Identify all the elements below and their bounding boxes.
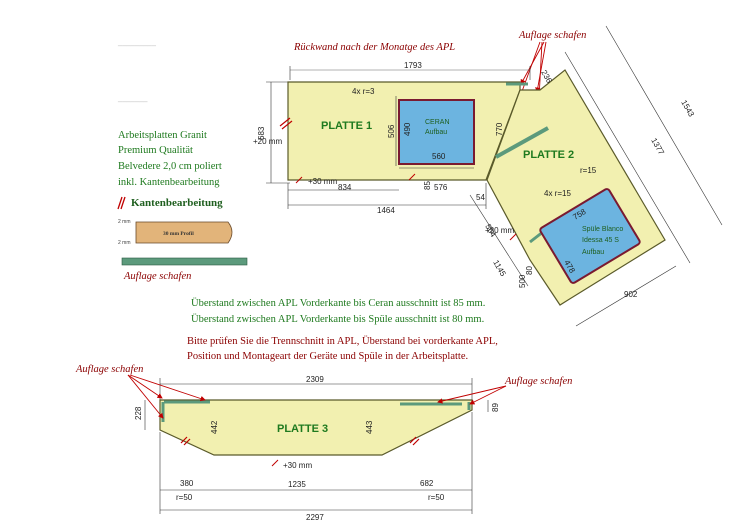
- ceran-corner-radius: 4x r=3: [352, 87, 375, 96]
- p1-front-note: +30 mm: [308, 177, 337, 186]
- auflage-note-top: Auflage schafen: [518, 30, 586, 41]
- backwall-note: Rückwand nach der Monatge des APL: [293, 42, 455, 53]
- dim-p1-total: 1464: [377, 206, 395, 215]
- edge-legend-bottom: 2 mm: [118, 240, 131, 246]
- edge-profile-shape: [135, 221, 233, 244]
- dim-ceran-depth: 506: [387, 124, 396, 138]
- dim-ceran-height: 490: [403, 122, 412, 136]
- spuele-label-1: Spüle Blanco: [582, 226, 623, 233]
- dim-p3-89: 89: [491, 403, 500, 412]
- p1-side-note: +20 mm: [253, 137, 282, 146]
- dim-p2-500: 500: [518, 274, 527, 288]
- dim-p1-bottom: 834: [338, 183, 352, 192]
- dim-p3-length: 2309: [306, 375, 324, 384]
- p3-front-note: +30 mm: [283, 461, 312, 470]
- p2-front-note: +30 mm: [485, 226, 514, 235]
- dim-p3-442: 442: [210, 420, 219, 434]
- p3-radius-left: r=50: [176, 493, 193, 502]
- p2-support-strip: [495, 126, 549, 159]
- watermark-top: ━━━━━━━━━: [117, 43, 157, 50]
- ceran-label-2: Aufbau: [425, 129, 447, 136]
- material-line-1: Arbeitsplatten Granit: [118, 130, 207, 141]
- spuele-cutout: [539, 188, 641, 284]
- p3-radius-right: r=50: [428, 493, 445, 502]
- plate-2-label: PLATTE 2: [523, 149, 574, 161]
- dim-p2-1145: 1145: [491, 259, 508, 279]
- material-info: Arbeitsplatten Granit Premium Qualität B…: [118, 130, 222, 188]
- dim-p2-80: 80: [525, 266, 534, 275]
- dim-p2-54: 54: [476, 193, 485, 202]
- dim-p1-length: 1793: [404, 61, 422, 70]
- dim-p3-443: 443: [365, 420, 374, 434]
- dim-p3-228: 228: [134, 406, 143, 420]
- material-line-4: inkl. Kantenbearbeitung: [118, 177, 220, 188]
- plate-1-group: 1793 683 PLATTE 1 +20 mm CERAN Aufbau 56…: [253, 61, 531, 215]
- auflage-note-p3-right: Auflage schafen: [504, 376, 572, 387]
- dim-p2-1543: 1543: [679, 99, 696, 119]
- watermark-bottom: ━━━━━━━: [117, 99, 148, 106]
- plate-2-group: PLATTE 2 Spüle Blanco Idessa 45 S Aufbau…: [469, 25, 723, 327]
- dim-p3-380: 380: [180, 479, 194, 488]
- edge-legend: Kantenbearbeitung 2 mm 2 mm 30 mm Profil…: [117, 196, 248, 282]
- spuele-r15: r=15: [580, 166, 597, 175]
- ceran-cutout: [398, 99, 475, 165]
- dim-p2-902: 902: [624, 290, 638, 299]
- plate-1-label: PLATTE 1: [321, 120, 372, 132]
- auflage-legend-label: Auflage schafen: [123, 271, 191, 282]
- dim-p2-1377: 1377: [649, 137, 666, 157]
- spuele-label-2: Idessa 45 S: [582, 237, 619, 244]
- material-line-3: Belvedere 2,0 cm poliert: [118, 161, 222, 172]
- dim-p3-682: 682: [420, 479, 434, 488]
- auflage-note-p3-left: Auflage schafen: [75, 364, 143, 375]
- dim-p3-2297: 2297: [306, 513, 324, 522]
- edge-legend-title: Kantenbearbeitung: [131, 197, 223, 209]
- info-line-2: Überstand zwischen APL Vorderkante bis S…: [191, 313, 484, 325]
- plate-3-label: PLATTE 3: [277, 423, 328, 435]
- dim-p2-770: 770: [495, 122, 504, 136]
- auflage-arrow-2: [535, 41, 547, 93]
- spuele-corner-radius: 4x r=15: [544, 189, 571, 198]
- plate-3-group: 2309 PLATTE 3 228 442 443 89 +30 mm 380 …: [75, 364, 572, 522]
- dim-p1-depth: 683: [257, 126, 266, 140]
- dim-p3-1235: 1235: [288, 480, 306, 489]
- edge-legend-top: 2 mm: [118, 219, 131, 225]
- dim-ceran-gap: 85: [423, 181, 432, 190]
- spuele-label-3: Aufbau: [582, 249, 604, 256]
- support-strip-legend: [121, 257, 248, 266]
- material-line-2: Premium Qualität: [118, 145, 193, 156]
- edge-profile-label: 30 mm Profil: [163, 231, 194, 237]
- info-line-1: Überstand zwischen APL Vorderkante bis C…: [191, 297, 485, 309]
- warn-line-1: Bitte prüfen Sie die Trennschnitt in APL…: [187, 335, 498, 347]
- ceran-label-1: CERAN: [425, 119, 450, 126]
- warn-line-2: Position und Montageart der Geräte und S…: [187, 351, 468, 362]
- dim-ceran-offset: 576: [434, 183, 448, 192]
- dim-ceran-width: 560: [432, 152, 446, 161]
